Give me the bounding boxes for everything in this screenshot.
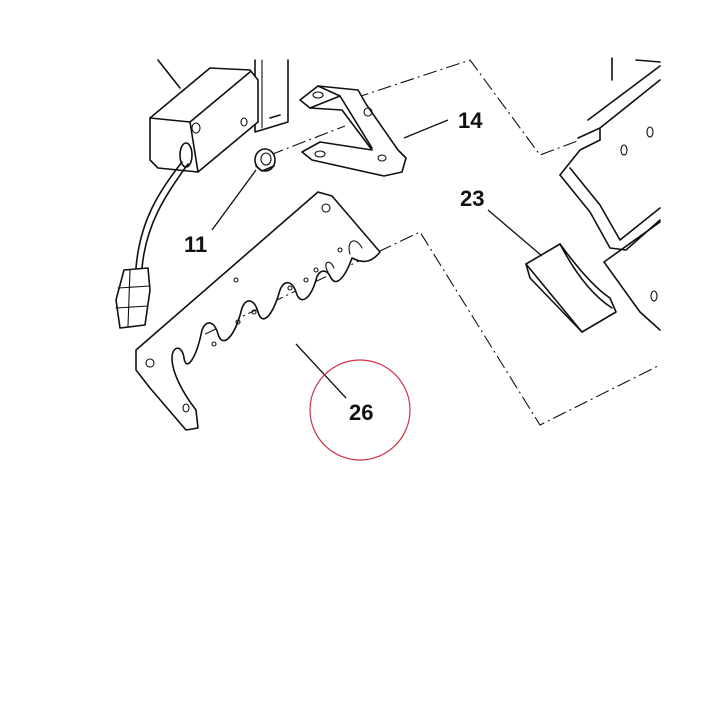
callout-26: 26 <box>349 400 373 425</box>
leader-lines <box>211 119 543 399</box>
assembly-lines <box>139 59 661 426</box>
grommet-part <box>254 148 276 172</box>
callout-14: 14 <box>458 108 483 133</box>
frame-part <box>559 57 661 331</box>
pad-part <box>525 243 617 333</box>
electrical-module <box>115 59 289 329</box>
bracket-part <box>299 85 407 177</box>
highlight-circle <box>309 359 411 461</box>
callout-23: 23 <box>460 186 484 211</box>
slotted-plate-part <box>135 191 381 431</box>
callout-11: 11 <box>184 232 207 257</box>
